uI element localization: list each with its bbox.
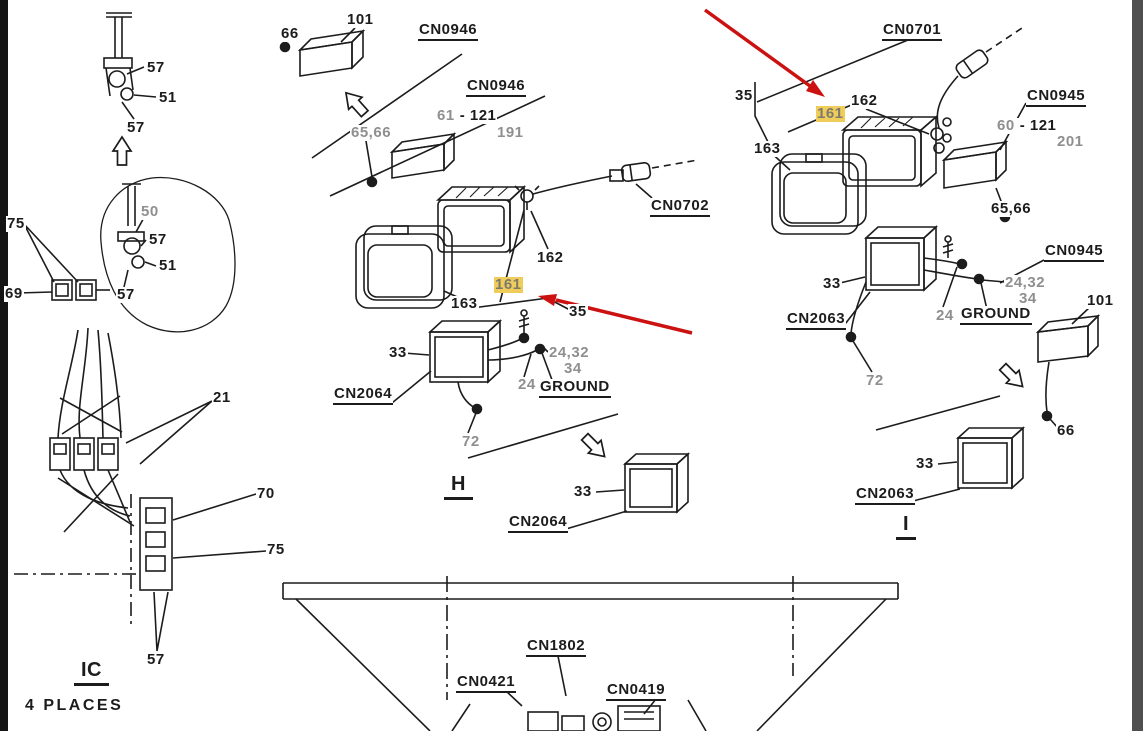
callout-69: 69 — [4, 285, 24, 302]
connector-label-cn0421: CN0421 — [456, 674, 517, 693]
connector-label-cn0946: CN0946 — [418, 22, 479, 41]
ground-label: GROUND — [960, 306, 1032, 325]
callout-57: 57 — [148, 231, 168, 248]
connector-label-cn0419: CN0419 — [606, 682, 667, 701]
callout-33: 33 — [915, 455, 935, 472]
callout-101: 101 — [346, 11, 375, 28]
assembly-arrow-upleft-icon — [338, 85, 373, 121]
connector-label-cn1802: CN1802 — [526, 638, 587, 657]
callout-24-32: 24,32 — [1004, 274, 1047, 291]
red-arrow-icon — [538, 294, 557, 306]
section-label-h: H — [444, 474, 473, 500]
callout-24-32: 24,32 — [548, 344, 591, 361]
callout-65-66: 65,66 — [350, 124, 393, 141]
highlighted-callout-161: 161 — [494, 276, 523, 293]
callout-range-61-121: 61- 121 — [436, 107, 498, 124]
callout-50: 50 — [140, 203, 160, 220]
callout-21: 21 — [212, 389, 232, 406]
callout-24: 24 — [935, 307, 955, 324]
callout-33: 33 — [388, 344, 408, 361]
body-panel-outline — [282, 576, 899, 731]
callout-163: 163 — [450, 295, 479, 312]
ground-label: GROUND — [539, 379, 611, 398]
callout-35: 35 — [568, 303, 588, 320]
callout-66: 66 — [1056, 422, 1076, 439]
callout-201: 201 — [1056, 133, 1085, 150]
callout-57: 57 — [116, 286, 136, 303]
headlamp-assembly-h — [279, 27, 699, 530]
highlighted-callout-161: 161 — [816, 105, 845, 122]
callout-66: 66 — [280, 25, 300, 42]
connector-label-cn0945: CN0945 — [1044, 243, 1105, 262]
assembly-arrow-up-icon — [112, 136, 132, 166]
callout-65-66: 65,66 — [990, 200, 1033, 217]
section-label-i: I — [896, 514, 917, 540]
callout-33: 33 — [573, 483, 593, 500]
callout-162: 162 — [536, 249, 565, 266]
callout-24: 24 — [517, 376, 537, 393]
callout-75: 75 — [266, 541, 286, 558]
assembly-arrow-downright-icon — [995, 359, 1030, 394]
left-edge-strip — [0, 0, 8, 731]
callout-72: 72 — [461, 433, 481, 450]
section-label-ic: IC — [74, 660, 109, 686]
left-blob-cluster — [17, 176, 236, 333]
connector-label-cn2063: CN2063 — [855, 486, 916, 505]
connector-label-cn0945: CN0945 — [1026, 88, 1087, 107]
connector-label-cn2063: CN2063 — [786, 311, 847, 330]
callout-51: 51 — [158, 257, 178, 274]
callout-75: 75 — [6, 215, 26, 232]
callout-70: 70 — [256, 485, 276, 502]
red-arrow-icon — [806, 80, 825, 97]
red-annotation-arrows — [538, 8, 825, 335]
callout-191: 191 — [496, 124, 525, 141]
connector-label-cn2064: CN2064 — [333, 386, 394, 405]
connector-label-cn2064: CN2064 — [508, 514, 569, 533]
callout-101: 101 — [1086, 292, 1115, 309]
wiring-harness — [14, 327, 267, 652]
callout-34: 34 — [1018, 290, 1038, 307]
callout-33: 33 — [822, 275, 842, 292]
callout-57: 57 — [146, 59, 166, 76]
connector-label-cn0946: CN0946 — [466, 78, 527, 97]
callout-34: 34 — [563, 360, 583, 377]
callout-35: 35 — [734, 87, 754, 104]
callout-72: 72 — [865, 372, 885, 389]
callout-162: 162 — [850, 92, 879, 109]
callout-57: 57 — [126, 119, 146, 136]
callout-range-60-121: 60- 121 — [996, 117, 1058, 134]
connector-label-cn0702: CN0702 — [650, 198, 711, 217]
callout-57: 57 — [146, 651, 166, 668]
assembly-arrow-downright-icon — [577, 429, 612, 464]
section-note-4-places: 4 PLACES — [24, 697, 125, 715]
right-edge-strip — [1132, 0, 1143, 731]
connector-label-cn0701: CN0701 — [882, 22, 943, 41]
left-top-bracket-part — [103, 12, 157, 120]
callout-163: 163 — [753, 140, 782, 157]
callout-51: 51 — [158, 89, 178, 106]
